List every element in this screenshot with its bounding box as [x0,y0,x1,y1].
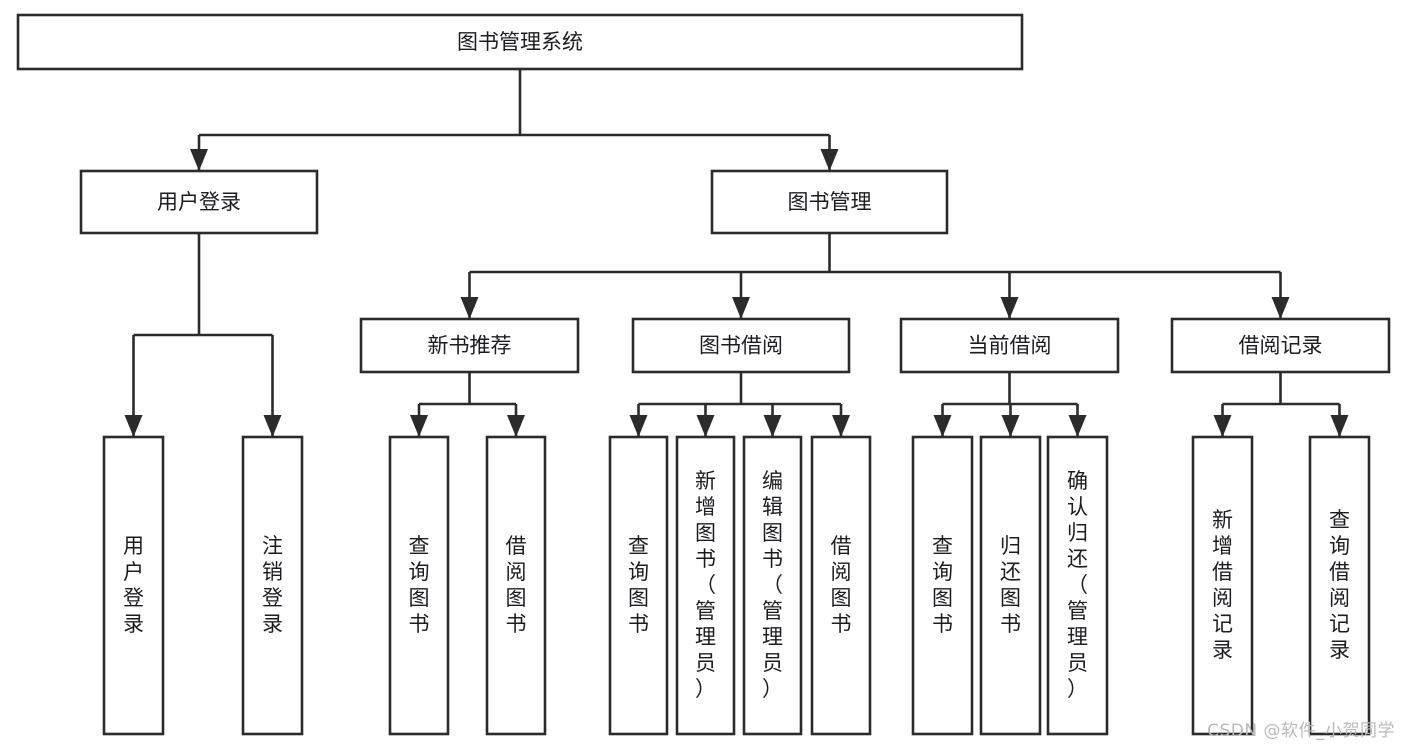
node-borrow-record-label: 借阅记录 [1239,334,1323,358]
node-leaf-query-book-recommend[interactable]: 查询图书 [388,435,450,736]
node-leaf-confirm-return-admin-box [1046,435,1109,736]
node-root-box [16,13,1024,71]
arrow-head-icon [410,415,428,437]
node-leaf-query-book-borrow[interactable]: 查询图书 [608,435,669,736]
node-leaf-query-book-borrow-label: 查询图书 [628,534,649,636]
node-leaf-confirm-return-admin[interactable]: 确认归还（管理员） [1046,435,1109,736]
node-leaf-query-book-recommend-box [388,435,450,736]
node-leaf-add-book-admin-box [675,435,736,736]
arrow-head-icon [1213,415,1232,437]
node-leaf-edit-book-admin-box [742,435,803,736]
node-leaf-edit-book-admin[interactable]: 编辑图书（管理员） [742,435,803,736]
arrow-head-icon [460,297,479,319]
node-leaf-return-book-label: 归还图书 [1000,534,1021,636]
node-leaf-borrow-book-recommend-box [485,435,547,736]
arrow-head-icon [933,415,952,437]
arrow-head-icon [1330,415,1349,437]
node-leaf-logout-label: 注销登录 [262,534,283,636]
arrow-head-icon [124,415,143,437]
arrow-head-icon [629,415,648,437]
node-leaf-return-book[interactable]: 归还图书 [979,435,1042,736]
node-leaf-query-book-current[interactable]: 查询图书 [911,435,974,736]
watermark-text: CSDN @软件_小贺同学 [1207,721,1395,741]
node-leaf-query-borrow-record[interactable]: 查询借阅记录 [1308,435,1371,736]
node-current-borrow-label: 当前借阅 [968,334,1052,358]
arrow-head-icon [190,149,208,171]
node-book-management-box [710,169,949,235]
node-borrow-record[interactable]: 借阅记录 [1170,317,1391,374]
node-leaf-query-borrow-record-label: 查询借阅记录 [1329,508,1350,662]
node-new-book-recommend-box [359,317,580,374]
node-leaf-add-borrow-record-label: 新增借阅记录 [1212,508,1233,662]
node-new-book-recommend-label: 新书推荐 [428,334,512,358]
node-leaf-return-book-box [979,435,1042,736]
node-borrow-record-box [1170,317,1391,374]
node-user-login[interactable]: 用户登录 [79,169,319,235]
connector-layer [124,69,1349,437]
node-leaf-query-book-borrow-box [608,435,669,736]
arrow-head-icon [1000,297,1019,319]
node-layer: 图书管理系统用户登录图书管理新书推荐图书借阅当前借阅借阅记录用户登录注销登录查询… [16,13,1391,736]
arrow-head-icon [696,415,715,437]
arrow-head-icon [820,149,839,171]
node-leaf-borrow-book-recommend[interactable]: 借阅图书 [485,435,547,736]
node-leaf-user-login-box [102,435,165,736]
node-root-label: 图书管理系统 [457,30,583,54]
node-user-login-box [79,169,319,235]
arrow-head-icon [507,415,525,437]
arrow-head-icon [1068,415,1087,437]
arrow-head-icon [1271,297,1290,319]
node-leaf-logout[interactable]: 注销登录 [241,435,304,736]
node-leaf-confirm-return-admin-label: 确认归还（管理员） [1067,469,1088,701]
node-leaf-query-book-current-label: 查询图书 [932,534,953,636]
node-leaf-user-login[interactable]: 用户登录 [102,435,165,736]
node-leaf-query-borrow-record-box [1308,435,1371,736]
node-leaf-borrow-book-label: 借阅图书 [831,534,852,636]
arrow-head-icon [732,297,750,319]
node-leaf-user-login-label: 用户登录 [123,534,144,636]
node-leaf-borrow-book-box [810,435,872,736]
node-book-management-label: 图书管理 [788,190,872,214]
arrow-head-icon [263,415,282,437]
node-book-management[interactable]: 图书管理 [710,169,949,235]
node-book-borrow-label: 图书借阅 [699,334,783,358]
node-leaf-add-book-admin-label: 新增图书（管理员） [695,469,716,701]
node-user-login-label: 用户登录 [157,190,241,214]
node-leaf-borrow-book-recommend-label: 借阅图书 [506,534,527,636]
node-leaf-query-book-recommend-label: 查询图书 [409,534,430,636]
node-book-borrow[interactable]: 图书借阅 [631,317,851,374]
node-leaf-edit-book-admin-label: 编辑图书（管理员） [762,469,783,701]
node-leaf-borrow-book[interactable]: 借阅图书 [810,435,872,736]
node-leaf-add-book-admin[interactable]: 新增图书（管理员） [675,435,736,736]
node-leaf-add-borrow-record[interactable]: 新增借阅记录 [1191,435,1254,736]
arrow-head-icon [1001,415,1020,437]
node-current-borrow[interactable]: 当前借阅 [899,317,1120,374]
node-root[interactable]: 图书管理系统 [16,13,1024,71]
node-current-borrow-box [899,317,1120,374]
node-leaf-logout-box [241,435,304,736]
node-book-borrow-box [631,317,851,374]
arrow-head-icon [763,415,782,437]
node-leaf-add-borrow-record-box [1191,435,1254,736]
arrow-head-icon [832,415,850,437]
node-new-book-recommend[interactable]: 新书推荐 [359,317,580,374]
node-leaf-query-book-current-box [911,435,974,736]
